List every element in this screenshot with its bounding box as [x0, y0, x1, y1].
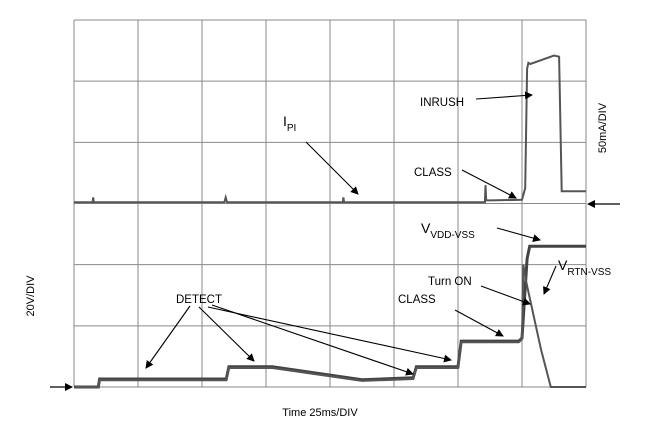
- series-label-ipi: IPI: [283, 113, 296, 134]
- arrow-inrush-icon: [475, 91, 533, 100]
- arrow-detect-3-icon: [207, 306, 452, 363]
- x-axis-label: Time 25ms/DIV: [282, 407, 358, 419]
- grid: [73, 19, 587, 388]
- series-line-ipi: [74, 54, 586, 204]
- annotation-inrush: INRUSH: [420, 97, 464, 109]
- bottom-axis-label: 20V/DIV: [25, 275, 37, 317]
- annotation-detect: DETECT: [176, 294, 222, 306]
- series-label-vvdd-vss: VVDD-VSS: [421, 220, 475, 241]
- top-axis-label: 50mA/DIV: [597, 102, 609, 153]
- arrow-class-top-icon: [461, 169, 517, 199]
- arrow-detect-2-icon: [198, 306, 255, 362]
- arrow-detect-1-icon: [145, 305, 191, 369]
- annotation-turn-on: Turn ON: [428, 276, 472, 288]
- series-label-vrtn-vss: VRTN-VSS: [558, 257, 611, 278]
- annotation-class-bottom: CLASS: [398, 294, 436, 306]
- arrow-vrtn-icon: [543, 265, 557, 295]
- annotation-arrows: [145, 91, 557, 376]
- arrow-ipi-icon: [305, 141, 359, 195]
- arrow-turn-on-icon: [480, 285, 531, 306]
- arrow-vvdd-icon: [496, 227, 541, 242]
- arrow-class-bottom-icon: [454, 309, 504, 337]
- annotation-class-top: CLASS: [414, 167, 452, 179]
- arrow-detect-4-icon: [211, 304, 414, 376]
- series-line-vrtn-vss: [74, 264, 586, 388]
